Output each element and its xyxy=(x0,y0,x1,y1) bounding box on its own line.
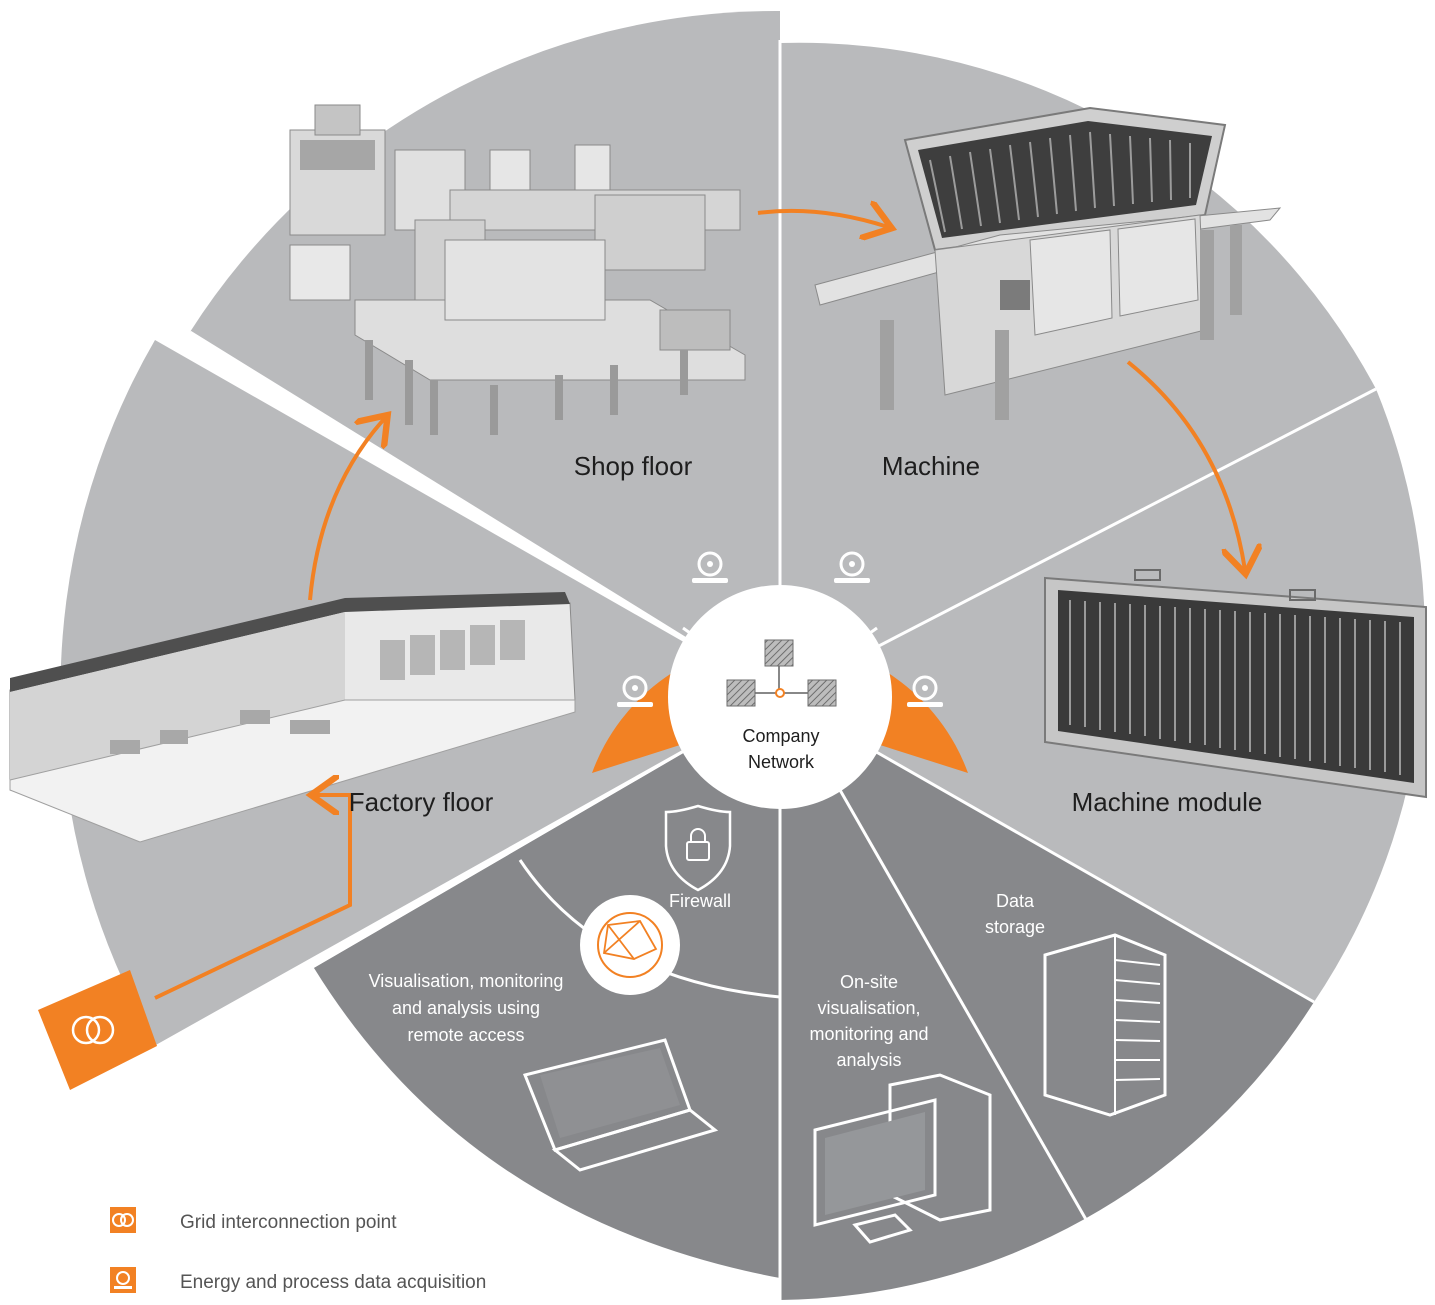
server-rack-icon xyxy=(1043,933,1167,1117)
energy-acquisition-icon xyxy=(907,675,943,707)
legend-label-grid: Grid interconnection point xyxy=(180,1212,397,1233)
company-network-hub xyxy=(668,585,892,809)
grid-interconnection-marker xyxy=(38,970,157,1090)
remote-access-sector xyxy=(314,697,780,1278)
legend-item-grid: Grid interconnection point xyxy=(110,1207,397,1233)
energy-acquisition-icon xyxy=(114,1271,132,1289)
arrow-machine-to-module xyxy=(1126,360,1245,570)
energy-acquisition-icon xyxy=(834,551,870,583)
label-onsite-1: On-site xyxy=(840,972,898,992)
energy-acquisition-icon xyxy=(617,675,653,707)
arrow-grid-to-factory xyxy=(154,795,352,1000)
flow-arrows xyxy=(154,211,1245,1000)
label-onsite-4: analysis xyxy=(836,1050,901,1070)
firewall-shield-icon xyxy=(664,804,732,892)
network-icon xyxy=(726,639,837,707)
label-data: Data xyxy=(996,891,1035,911)
arrow-factory-to-shop xyxy=(308,418,385,601)
factory-floor-illustration xyxy=(9,592,576,843)
label-network: Network xyxy=(748,752,815,772)
machine-module-illustration xyxy=(1044,569,1427,799)
label-remote-2: and analysis using xyxy=(392,998,540,1018)
shop-floor-illustration xyxy=(289,104,746,435)
label-company: Company xyxy=(742,726,819,746)
label-machine-module: Machine module xyxy=(1072,787,1263,817)
label-onsite-3: monitoring and xyxy=(809,1024,928,1044)
label-shop-floor: Shop floor xyxy=(574,451,693,481)
grid-interconnection-icon xyxy=(112,1213,134,1227)
label-firewall: Firewall xyxy=(669,891,731,911)
legend: Grid interconnection point Energy and pr… xyxy=(110,1207,486,1293)
label-machine: Machine xyxy=(882,451,980,481)
label-storage: storage xyxy=(985,917,1045,937)
legend-item-energy: Energy and process data acquisition xyxy=(110,1267,486,1293)
laptop-icon xyxy=(522,1038,719,1172)
label-factory-floor: Factory floor xyxy=(349,787,494,817)
label-remote-3: remote access xyxy=(407,1025,524,1045)
arrow-shop-to-machine xyxy=(757,211,888,227)
internet-globe-icon xyxy=(580,895,680,995)
legend-label-energy: Energy and process data acquisition xyxy=(180,1272,486,1293)
label-onsite-2: visualisation, xyxy=(817,998,920,1018)
energy-acquisition-icon xyxy=(692,551,728,583)
grid-interconnection-icon xyxy=(71,1015,115,1045)
machine-illustration xyxy=(814,106,1282,420)
label-remote-1: Visualisation, monitoring xyxy=(369,971,564,991)
desktop-computer-icon xyxy=(813,1073,992,1244)
